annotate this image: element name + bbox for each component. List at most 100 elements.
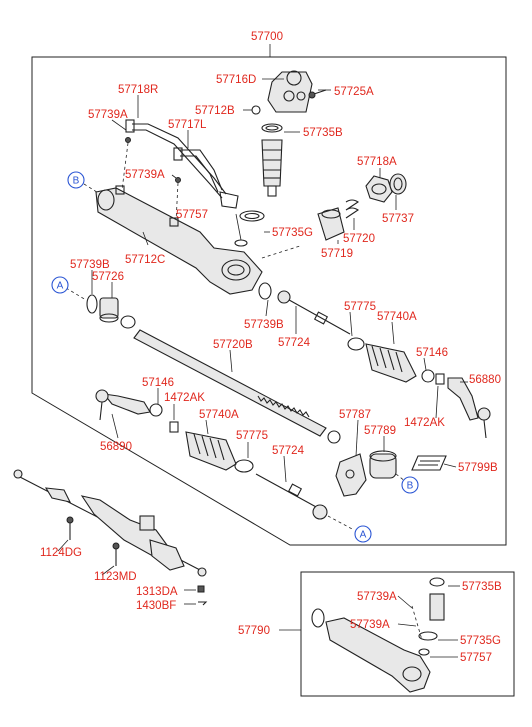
- marker-b-upper: B: [67, 171, 85, 189]
- label-57739A-3: 57739A: [357, 591, 397, 603]
- bolt-1124DG: [66, 516, 74, 540]
- dash-sub-1: [411, 605, 423, 641]
- seal-57739B-left: [86, 294, 98, 314]
- label-57790: 57790: [238, 625, 270, 637]
- gear-housing-57712C: [95, 185, 263, 295]
- label-57739A-2: 57739A: [125, 169, 165, 181]
- label-57735B-2: 57735B: [462, 581, 502, 593]
- tie-rod-end-56880: [447, 377, 491, 439]
- bracket-57787: [335, 453, 367, 497]
- feed-tube-57718R: [125, 119, 227, 199]
- label-57789: 57789: [364, 425, 396, 437]
- feed-tube-57717L: [173, 147, 223, 193]
- label-57725A: 57725A: [334, 86, 374, 98]
- label-57700: 57700: [251, 31, 283, 43]
- seal-57735G: [239, 210, 265, 222]
- leader-lines: [57, 78, 468, 658]
- marker-a-right: A: [354, 525, 372, 543]
- svg-text:B: B: [407, 481, 414, 492]
- label-57712C: 57712C: [125, 254, 165, 266]
- seal-57735B: [261, 123, 283, 133]
- dash-housing-right: [261, 245, 301, 259]
- rack-57720B: [133, 329, 341, 444]
- bolt-1123MD: [112, 542, 120, 566]
- marker-a-left: A: [51, 276, 69, 294]
- bellows-57740A-upper: [365, 343, 417, 383]
- spring-57720: [345, 199, 359, 219]
- tie-rod-57724-lower: [255, 473, 328, 520]
- label-57712B: 57712B: [195, 105, 235, 117]
- label-57757-1: 57757: [176, 209, 208, 221]
- label-57739B-2: 57739B: [244, 319, 284, 331]
- label-57720: 57720: [343, 233, 375, 245]
- screw-57739A-1: [125, 137, 131, 143]
- label-56890: 56890: [100, 441, 132, 453]
- pin-1430BF: [198, 601, 208, 606]
- svg-text:B: B: [73, 176, 80, 187]
- bushing-57789: [369, 450, 397, 479]
- dash-marker-a-right: [327, 515, 355, 531]
- label-57737: 57737: [382, 213, 414, 225]
- clip-57146-upper: [421, 369, 435, 383]
- ring-57775-lower: [234, 459, 254, 473]
- sub-housing: [311, 608, 431, 693]
- label-57739A-1: 57739A: [88, 109, 128, 121]
- tie-rod-57724-upper: [277, 290, 351, 335]
- label-57724-2: 57724: [272, 445, 305, 457]
- ring-left: [120, 315, 136, 329]
- ring-57775-upper: [347, 337, 365, 351]
- label-57718A: 57718A: [357, 156, 397, 168]
- label-57718R: 57718R: [118, 84, 158, 96]
- label-1472AK-2: 1472AK: [404, 417, 445, 429]
- label-57775-1: 57775: [344, 301, 376, 313]
- svg-text:A: A: [360, 530, 367, 541]
- label-1430BF: 1430BF: [136, 600, 176, 612]
- label-57787: 57787: [339, 409, 371, 421]
- yoke-57719: [317, 207, 345, 241]
- pipe-bracket: [219, 191, 239, 209]
- svg-text:A: A: [57, 281, 64, 292]
- label-57739B-1: 57739B: [70, 259, 110, 271]
- label-57724-1: 57724: [278, 337, 311, 349]
- label-57775-2: 57775: [236, 430, 268, 442]
- oring-57757: [234, 239, 248, 247]
- label-57799B: 57799B: [458, 462, 498, 474]
- screw-57739A-2: [175, 177, 181, 183]
- nut-1472AK-upper: [435, 373, 445, 385]
- part-labels: 57700 57716D 57725A 57718R 57712B 57739A…: [40, 31, 502, 664]
- label-57735G-1: 57735G: [272, 227, 313, 239]
- nut-1472AK-lower: [169, 421, 179, 433]
- assembled-gear: [13, 469, 207, 577]
- label-57720B: 57720B: [213, 339, 253, 351]
- dash-screw-2: [175, 182, 179, 223]
- label-57719: 57719: [321, 248, 353, 260]
- label-57716D: 57716D: [216, 74, 256, 86]
- cap-57737: [389, 173, 407, 195]
- nut-1313DA: [197, 585, 205, 593]
- label-1123MD: 1123MD: [94, 571, 137, 583]
- clip-57146-lower: [149, 403, 163, 417]
- label-57740A-2: 57740A: [199, 409, 239, 421]
- sub-valve: [418, 577, 445, 656]
- label-57757-2: 57757: [460, 652, 492, 664]
- nut-57712B: [251, 105, 261, 115]
- label-56880: 56880: [469, 374, 501, 386]
- label-57735B-1: 57735B: [303, 127, 343, 139]
- label-57146-1: 57146: [416, 347, 448, 359]
- valve-housing: [267, 70, 313, 113]
- label-57146-2: 57146: [142, 377, 174, 389]
- main-assembly-frame: [31, 56, 507, 546]
- bushing-57726: [99, 297, 119, 323]
- seal-57739B-right: [258, 282, 272, 300]
- bellows-57740A-lower: [185, 431, 237, 471]
- label-57740A-1: 57740A: [377, 311, 417, 323]
- tie-rod-end-56890: [95, 389, 151, 421]
- pinion-shaft: [261, 139, 283, 197]
- sub-assembly-frame: [300, 571, 515, 697]
- label-plate-57799B: [411, 455, 447, 471]
- label-57717L: 57717L: [168, 119, 207, 131]
- dash-marker-a-left: [65, 287, 87, 301]
- yoke-plug-57718A: [365, 175, 393, 203]
- label-57726: 57726: [92, 271, 124, 283]
